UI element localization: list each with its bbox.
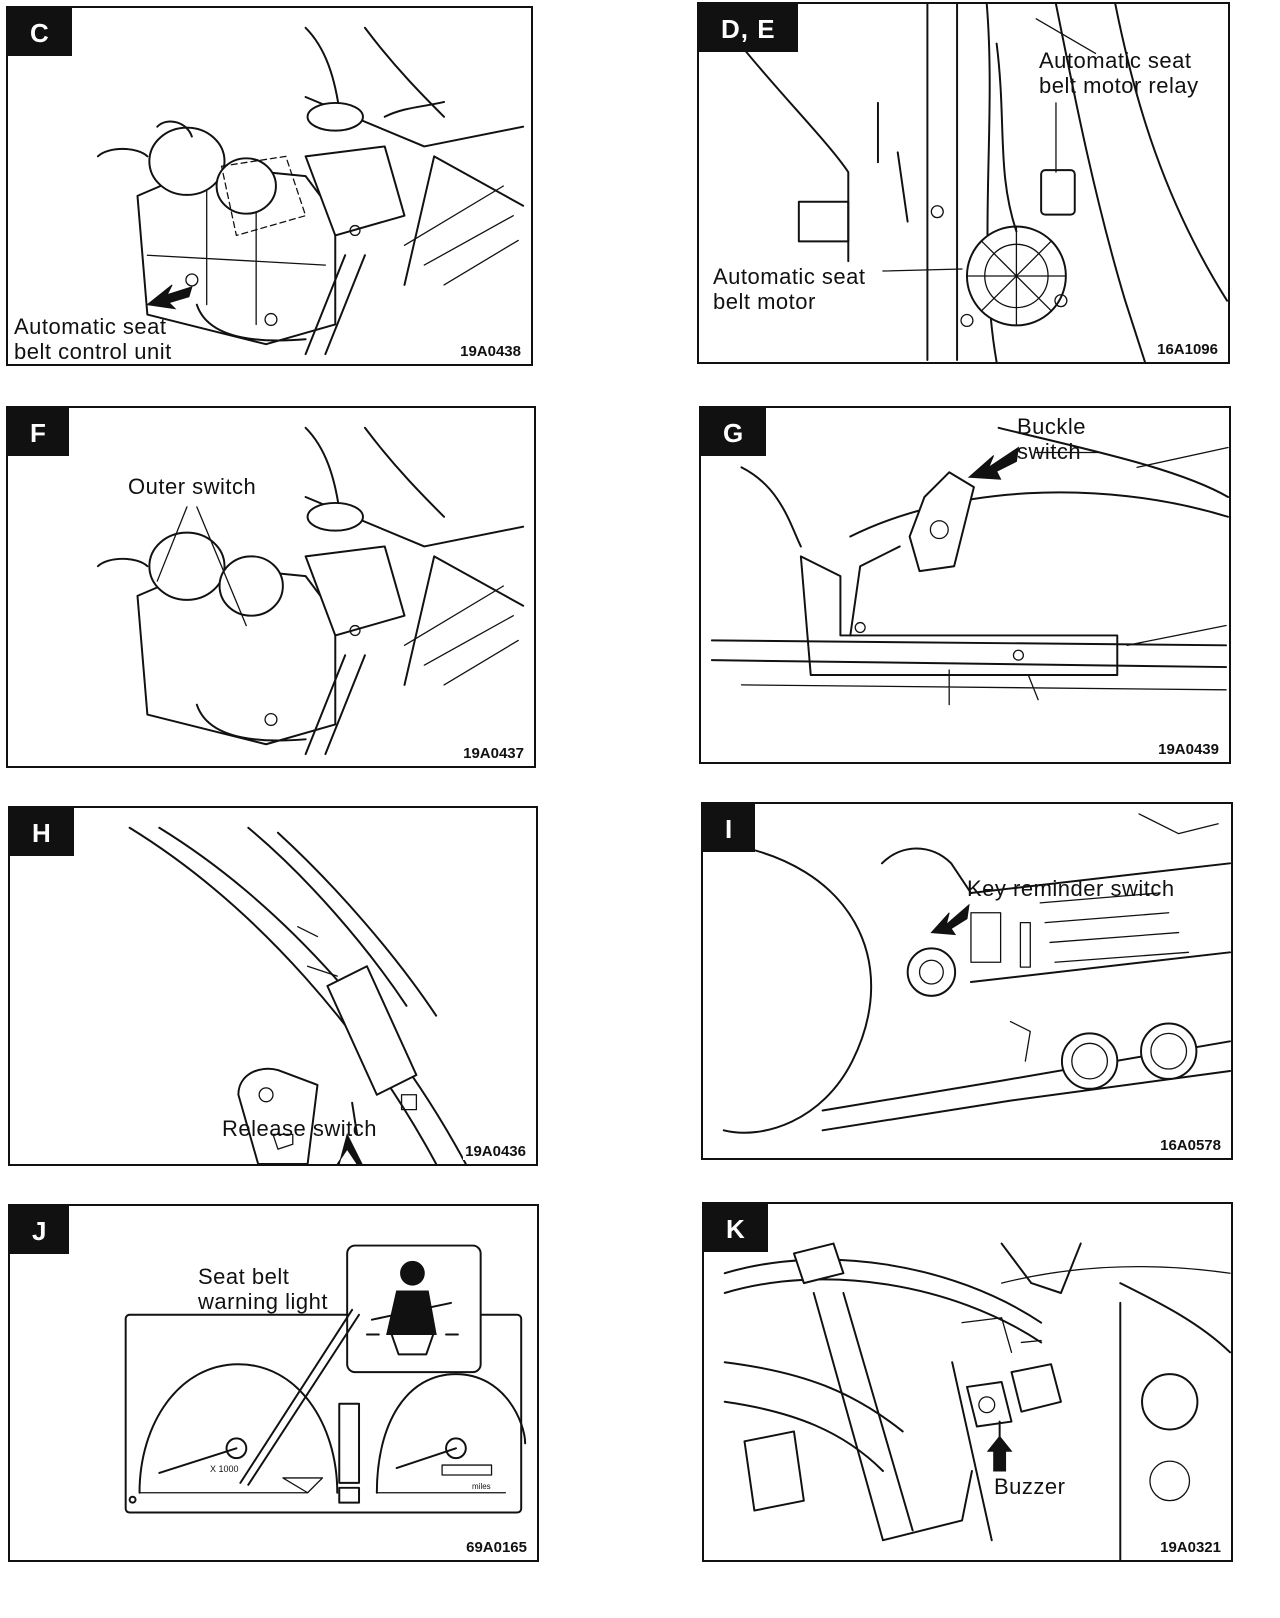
panel-h: H Release switch 19A0436 xyxy=(8,806,538,1166)
callout-label: Buzzer xyxy=(994,1474,1066,1499)
callout-label: Release switch xyxy=(222,1116,377,1141)
panel-letter: H xyxy=(10,808,74,856)
instrument-cluster-illustration xyxy=(124,1244,527,1514)
panel-letter: C xyxy=(8,8,72,56)
release-switch-illustration xyxy=(128,826,467,1164)
seat-belt-control-unit-illustration xyxy=(96,26,525,356)
panel-i: I Key reminder switch 16A0578 xyxy=(701,802,1233,1160)
callout-label: Outer switch xyxy=(128,474,257,499)
figure-code: 19A0438 xyxy=(458,343,523,360)
odometer-unit-label: miles xyxy=(472,1482,491,1491)
buzzer-illustration xyxy=(723,1242,1231,1560)
key-reminder-switch-illustration xyxy=(722,813,1231,1134)
panel-letter: D, E xyxy=(699,4,798,52)
seat-belt-motor-illustration xyxy=(738,4,1228,362)
panel-f: F Outer switch 19A0437 xyxy=(6,406,536,768)
tach-unit-label: X 1000 xyxy=(210,1464,239,1474)
figure-code: 16A1096 xyxy=(1155,341,1220,358)
figure-code: 19A0436 xyxy=(463,1143,528,1160)
figure-code: 19A0439 xyxy=(1156,741,1221,758)
panel-letter: F xyxy=(8,408,69,456)
buckle-switch-illustration xyxy=(710,426,1229,706)
figure-code: 19A0437 xyxy=(461,745,526,762)
panel-k: K Buzzer 19A0321 xyxy=(702,1202,1233,1562)
callout-label: Key reminder switch xyxy=(967,876,1175,901)
panel-letter: K xyxy=(704,1204,768,1252)
figure-code: 69A0165 xyxy=(464,1539,529,1556)
figure-code: 19A0321 xyxy=(1158,1539,1223,1556)
panel-letter: G xyxy=(701,408,767,456)
outer-switch-illustration xyxy=(96,426,525,756)
panel-letter: J xyxy=(10,1206,70,1254)
figure-code: 16A0578 xyxy=(1158,1137,1223,1154)
panel-letter: I xyxy=(703,804,756,852)
